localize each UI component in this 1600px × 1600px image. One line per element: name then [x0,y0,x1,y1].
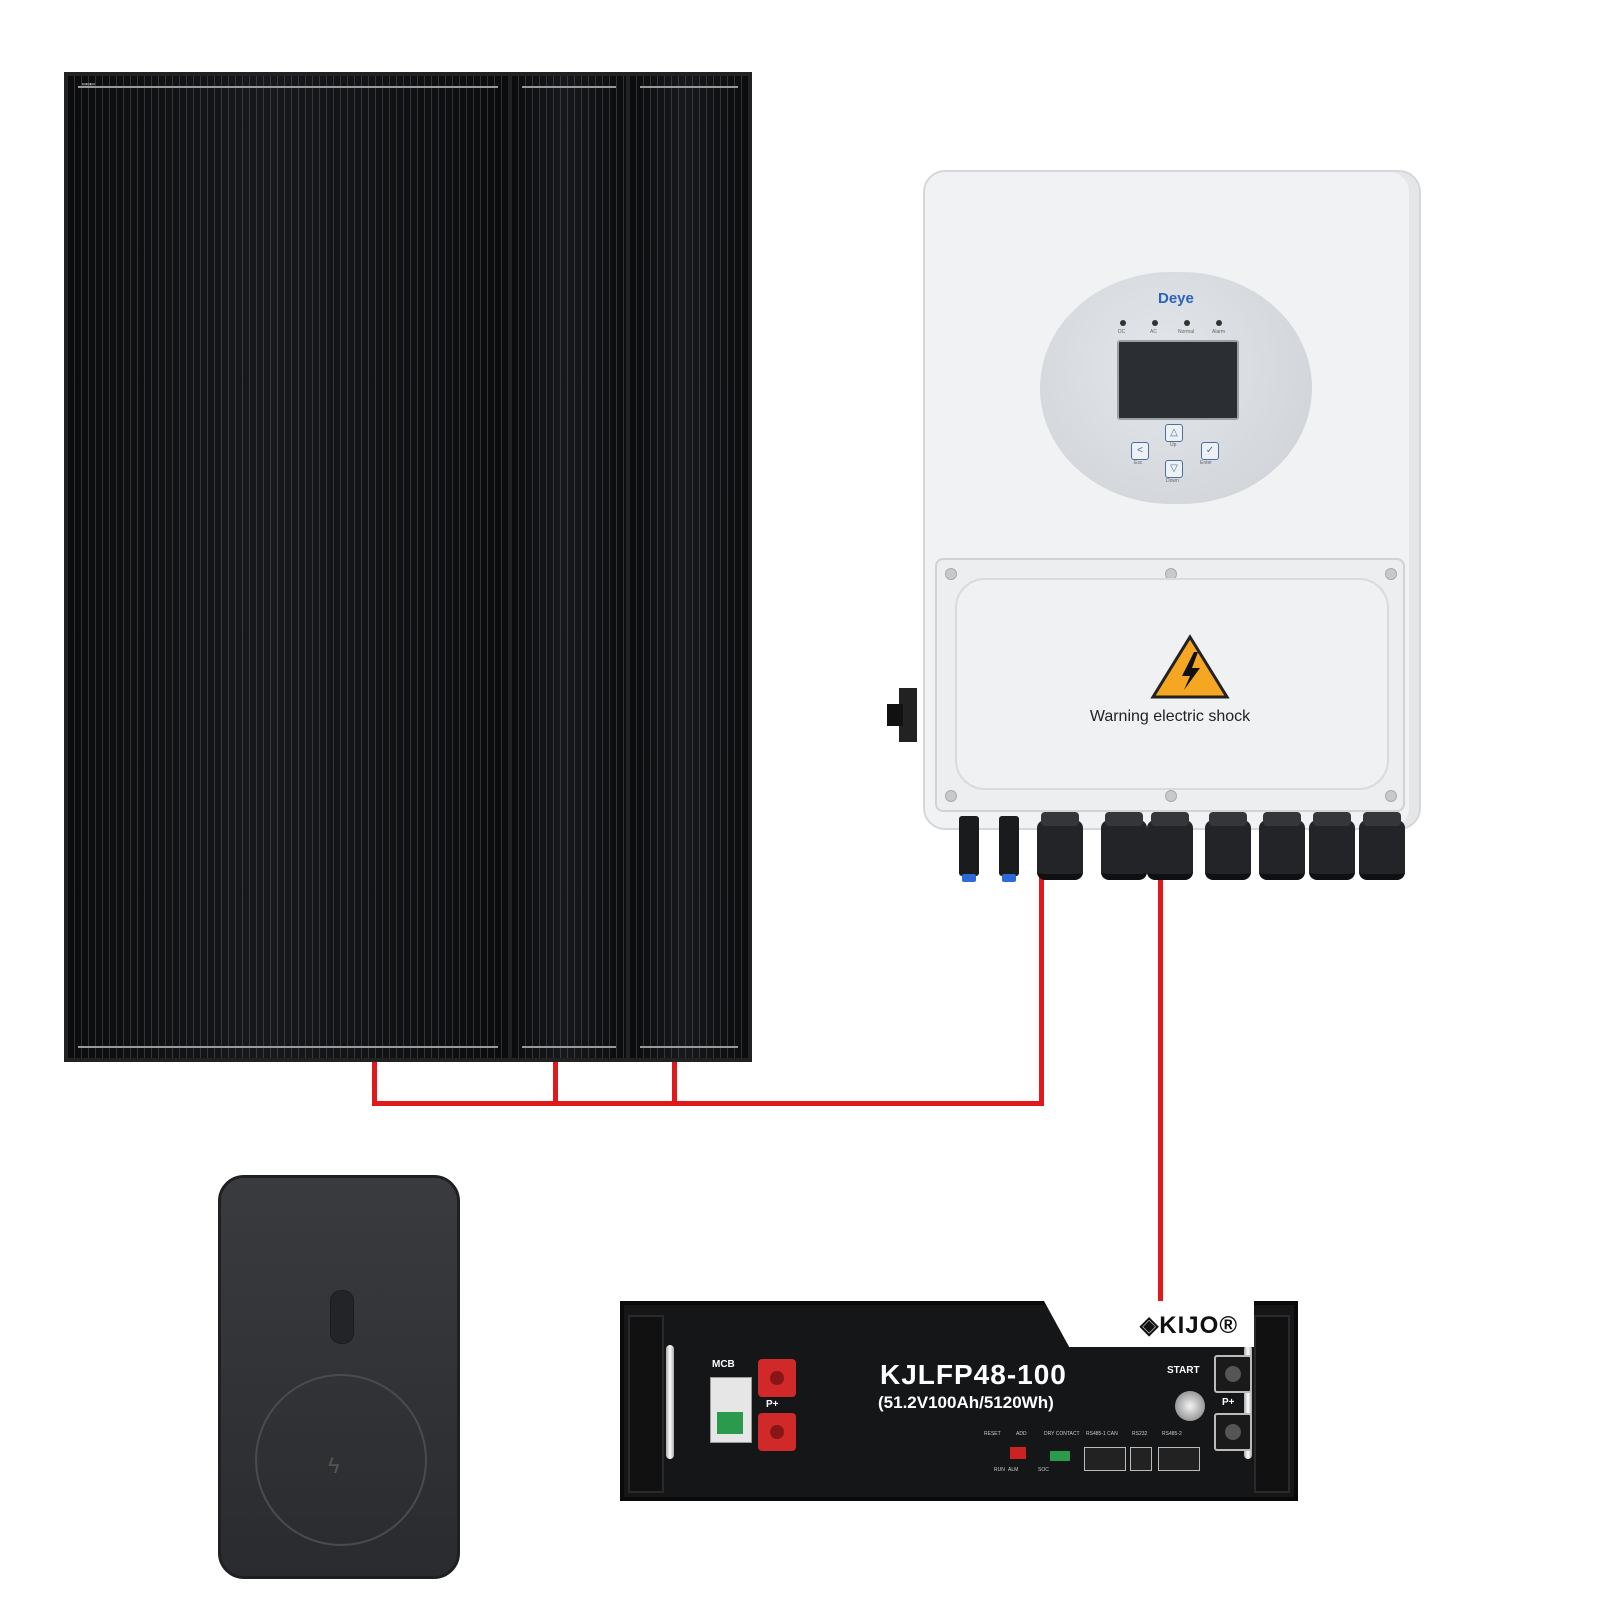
rack-ear-right [1254,1315,1290,1493]
mc4-connector [959,816,979,882]
wire-panel-1-drop [372,1062,377,1106]
dc-switch-icon[interactable] [885,684,921,746]
soc-label: SOC [1038,1467,1049,1473]
cable-glands [951,812,1411,882]
cable-gland [1037,812,1083,880]
up-arrow-icon[interactable]: △ [1165,424,1183,442]
lcd-screen [1117,340,1239,420]
positive-terminal[interactable] [758,1359,796,1397]
screw [945,790,957,802]
wireless-charge-ring [255,1374,427,1546]
output-terminal-2[interactable] [1214,1413,1252,1451]
cable-gland [1359,812,1405,880]
start-button[interactable] [1175,1391,1205,1421]
led-alarm [1216,320,1222,326]
wire-battery [1158,876,1163,1304]
terminal-label-2: P+ [1222,1397,1235,1408]
wire-pv-riser [1039,876,1044,1106]
cable-gland [1309,812,1355,880]
warning-text: Warning electric shock [1089,708,1251,725]
terminal-label-1: P+ [766,1399,779,1410]
solar-panel-1: ▭▭▭ [64,72,512,1062]
wire-panel-2-drop [553,1062,558,1106]
rs485-can-label: RS485-1 CAN [1086,1431,1118,1437]
cable-gland [1205,812,1251,880]
handle-left[interactable] [666,1345,674,1459]
mcb-breaker[interactable] [710,1377,752,1443]
mc4-connector [999,816,1019,882]
handle-right[interactable] [1244,1345,1252,1459]
rs485-2-port[interactable] [1158,1447,1200,1471]
key-label-down: Down [1166,478,1179,484]
reset-label: RESET [984,1431,1001,1437]
alm-label: ALM [1008,1467,1019,1473]
rs485-2-label: RS485-2 [1162,1431,1182,1437]
led-label-ac: AC [1150,329,1157,335]
cable-gland [1259,812,1305,880]
battery-brand: ◈KIJO® [1139,1312,1238,1339]
screw [945,568,957,580]
cable-gland [1101,812,1147,880]
led-normal [1184,320,1190,326]
screw [1165,790,1177,802]
down-arrow-icon[interactable]: ▽ [1165,460,1183,478]
led-label-normal: Normal [1178,329,1195,335]
negative-terminal[interactable] [758,1413,796,1451]
solar-panel-2 [508,72,630,1062]
key-label-esc: Esc [1134,460,1143,466]
rs485-can-port[interactable] [1084,1447,1126,1471]
screw [1385,790,1397,802]
panel-sticker: ▭▭▭ [82,81,95,89]
power-bank-indicator [330,1290,354,1344]
battery-module: ◈KIJO® KJLFP48-100 (51.2V100Ah/5120Wh) M… [620,1301,1298,1501]
wire-panel-3-drop [672,1062,677,1106]
esc-arrow-icon[interactable]: < [1131,442,1149,460]
inverter: Deye DC AC Normal Alarm △ Up < Esc ✓ Ent… [887,170,1421,882]
key-label-up: Up [1170,442,1177,448]
dip-switch[interactable] [1010,1447,1026,1459]
led-ac [1152,320,1158,326]
led-label-dc: DC [1118,329,1126,335]
cable-gland [1147,812,1193,880]
wire-panel-bus [372,1101,1044,1106]
rs232-label: RS232 [1132,1431,1148,1437]
run-label: RUN [994,1467,1005,1473]
dry-contact-label: DRY CONTACT [1044,1431,1080,1437]
inverter-brand: Deye [1158,290,1194,307]
key-label-enter: Enter [1200,460,1212,466]
led-dc [1120,320,1126,326]
start-label: START [1167,1365,1200,1376]
wiring-cover: Warning electric shock [935,558,1405,812]
rs232-port[interactable] [1130,1447,1152,1471]
output-terminal-1[interactable] [1214,1355,1252,1393]
mcb-label: MCB [712,1359,735,1370]
battery-model: KJLFP48-100 [880,1359,1067,1390]
screw [1385,568,1397,580]
battery-brand-text: KIJO [1159,1312,1220,1339]
warning-triangle-icon [1150,634,1230,699]
dry-contact-port[interactable] [1050,1451,1070,1461]
inverter-display-panel: Deye DC AC Normal Alarm △ Up < Esc ✓ Ent… [1040,272,1312,504]
battery-spec: (51.2V100Ah/5120Wh) [878,1393,1054,1412]
add-label: ADD [1016,1431,1027,1437]
power-bank: ϟ [218,1175,460,1579]
wireless-charge-icon: ϟ [328,1453,340,1478]
logo-band [1044,1301,1254,1347]
rack-ear-left [628,1315,664,1493]
led-label-alarm: Alarm [1212,329,1226,335]
solar-panel-3 [626,72,752,1062]
enter-check-icon[interactable]: ✓ [1201,442,1219,460]
